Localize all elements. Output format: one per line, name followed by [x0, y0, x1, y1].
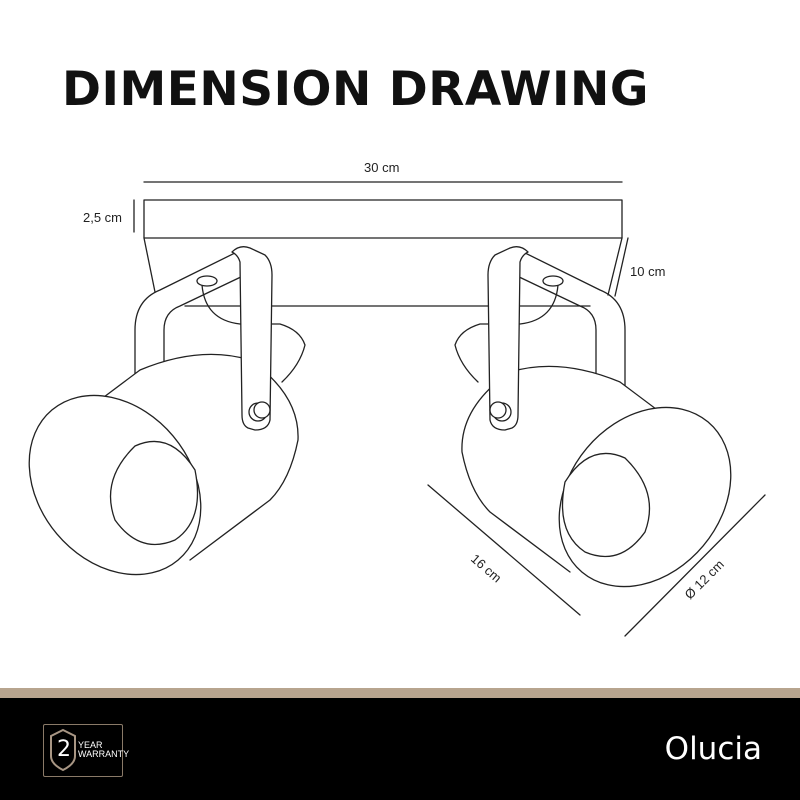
shield-icon	[50, 728, 76, 772]
warranty-badge: 2 YEAR WARRANTY	[43, 724, 129, 777]
lamp-dimension-drawing: 30 cm 2,5 cm 10 cm 16 cm Ø 12 cm	[28, 160, 766, 637]
mounting-plate	[143, 199, 623, 239]
length-label: 16 cm	[468, 551, 505, 586]
plate-back-edges	[143, 237, 623, 296]
warranty-years: 2	[57, 737, 71, 762]
warranty-line2: WARRANTY	[78, 749, 130, 759]
brand-logo: Olucia	[664, 731, 762, 767]
warranty-line1: YEAR	[78, 740, 103, 750]
plate-height-label: 2,5 cm	[83, 210, 122, 225]
depth-dimension-line	[614, 237, 629, 297]
accent-stripe	[0, 688, 800, 698]
width-label: 30 cm	[364, 160, 399, 175]
length-dimension-line	[427, 484, 581, 616]
footer-bar: 2 YEAR WARRANTY Olucia	[0, 698, 800, 800]
diameter-label: Ø 12 cm	[682, 557, 727, 602]
page-title: DIMENSION DRAWING	[62, 62, 649, 117]
diameter-dimension-line	[624, 494, 766, 637]
right-spotlight	[454, 246, 732, 588]
left-spotlight	[28, 246, 306, 576]
depth-label: 10 cm	[630, 264, 665, 279]
